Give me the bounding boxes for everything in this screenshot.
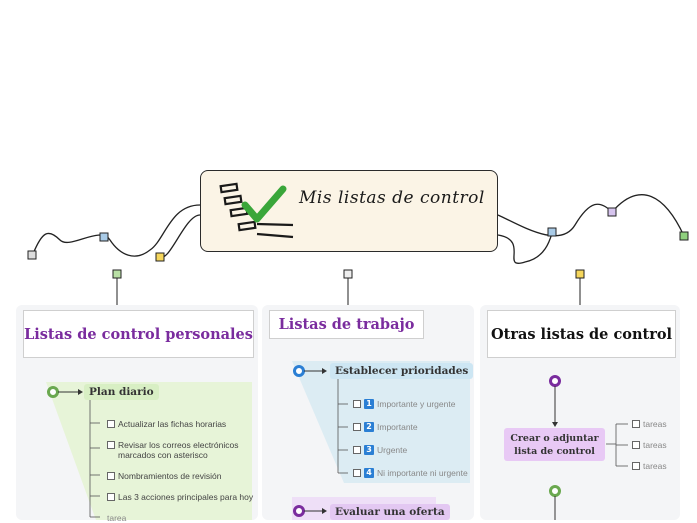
checkbox-icon[interactable]	[107, 493, 115, 501]
panel-title-other[interactable]: Otras listas de control	[487, 310, 676, 358]
checkbox-icon[interactable]	[107, 472, 115, 480]
central-topic-title: Mis listas de control	[299, 188, 485, 208]
checklist-item[interactable]: Actualizar las fichas horarias	[107, 419, 226, 429]
checkbox-icon[interactable]	[353, 446, 361, 454]
priority-3-icon: 3	[364, 445, 374, 455]
checkbox-icon[interactable]	[632, 462, 640, 470]
task-item[interactable]: tareas	[632, 419, 667, 429]
crear-lista-node[interactable]: Crear o adjuntar lista de control	[504, 428, 605, 461]
checklist-item[interactable]: Las 3 acciones principales para hoy	[107, 492, 253, 502]
panel-title-personal[interactable]: Listas de control personales	[23, 310, 254, 358]
group-background-blue	[292, 361, 470, 520]
group-background-green	[46, 382, 252, 520]
checkbox-icon[interactable]	[107, 420, 115, 428]
priority-2-icon: 2	[364, 422, 374, 432]
plan-diario-node[interactable]: Plan diario	[84, 384, 159, 400]
evaluar-oferta-node[interactable]: Evaluar una oferta	[330, 504, 450, 520]
checklist-item[interactable]: Nombramientos de revisión	[107, 471, 221, 481]
checkbox-icon[interactable]	[632, 441, 640, 449]
central-topic[interactable]: Mis listas de control	[200, 170, 498, 252]
priority-1-icon: 1	[364, 399, 374, 409]
checklist-icon	[219, 182, 294, 239]
checkbox-icon[interactable]	[353, 423, 361, 431]
checkbox-icon[interactable]	[353, 400, 361, 408]
left-wave-connector	[32, 204, 201, 257]
checkbox-icon[interactable]	[632, 420, 640, 428]
right-wave-connector-2	[497, 232, 553, 264]
establecer-prioridades-node[interactable]: Establecer prioridades	[330, 363, 474, 379]
task-item[interactable]: tareas	[632, 461, 667, 471]
panel-other-connectors	[549, 375, 628, 520]
sticky-square-icon	[27, 207, 689, 279]
right-wave-connector	[497, 194, 685, 237]
checklist-item[interactable]: tarea	[107, 513, 127, 523]
panel-title-work[interactable]: Listas de trabajo	[269, 310, 424, 339]
checkbox-icon[interactable]	[107, 441, 115, 449]
left-wave-connector-2	[159, 214, 201, 258]
checkbox-icon[interactable]	[353, 469, 361, 477]
checklist-item[interactable]: Revisar los correos electrónicos marcado…	[107, 440, 242, 460]
priority-4-icon: 4	[364, 468, 374, 478]
task-item[interactable]: tareas	[632, 440, 667, 450]
